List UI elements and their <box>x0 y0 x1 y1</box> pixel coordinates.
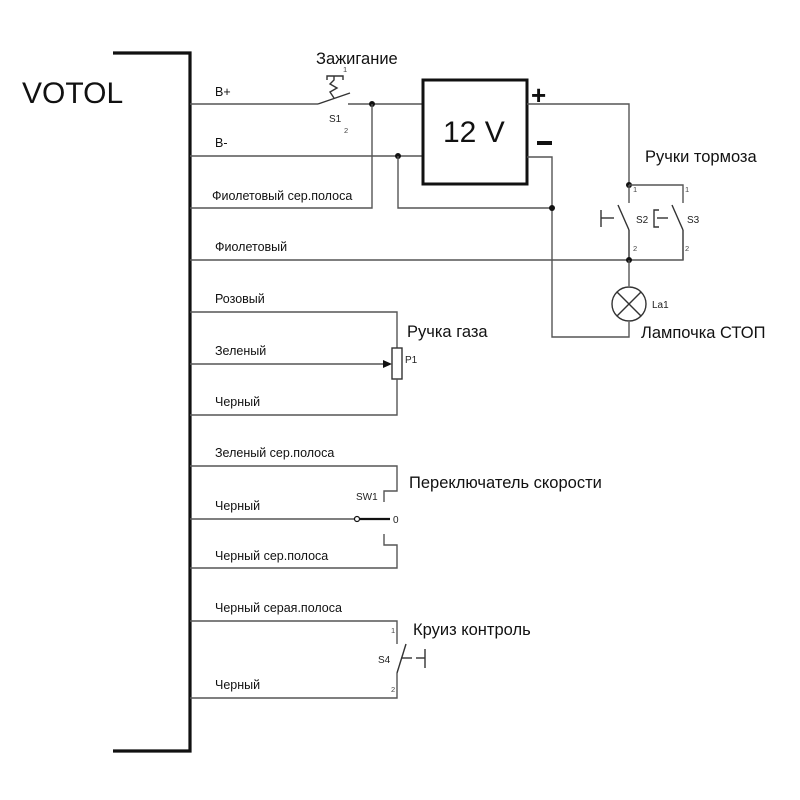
wire-violet-gray-stripe <box>190 104 373 209</box>
cruise-switch-s4 <box>396 643 426 674</box>
cruise-pin2: 2 <box>391 685 395 694</box>
label-black-gray-stripe-cruise: Черный серая.полоса <box>215 601 342 615</box>
brake-s2-pin1: 1 <box>633 185 637 194</box>
wire-black-gray-stripe <box>190 534 398 569</box>
wire-black-throttle <box>190 379 398 416</box>
speed-switch-position: 0 <box>393 515 399 526</box>
ignition-ref: S1 <box>329 114 342 125</box>
wiper-arrow-icon <box>383 360 392 368</box>
brake-s3-pin1: 1 <box>685 185 689 194</box>
label-b-minus: B- <box>215 136 228 150</box>
ignition-pin2: 2 <box>344 126 348 135</box>
stop-lamp-icon <box>611 286 647 322</box>
throttle-title: Ручка газа <box>407 323 488 341</box>
label-black-gray-stripe: Черный сер.полоса <box>215 549 328 563</box>
stop-lamp-ref: La1 <box>652 300 669 311</box>
label-black-cruise: Черный <box>215 678 260 692</box>
brake-switch-s2 <box>600 204 630 260</box>
label-violet: Фиолетовый <box>215 240 287 254</box>
power-supply-plus: + <box>531 80 546 110</box>
controller-name: VOTOL <box>22 77 123 110</box>
wire-green-gray-stripe <box>190 465 398 502</box>
wire-plus-output <box>527 103 630 185</box>
power-supply-minus-sign <box>537 141 552 145</box>
wire-b-minus-to-lamp <box>397 156 552 209</box>
cruise-title: Круиз контроль <box>413 621 531 639</box>
label-green-throttle: Зеленый <box>215 344 266 358</box>
switch-pivot-icon <box>353 515 361 523</box>
label-pink: Розовый <box>215 292 265 306</box>
label-violet-gray-stripe: Фиолетовый сер.полоса <box>212 189 352 203</box>
speed-switch-title: Переключатель скорости <box>409 474 602 492</box>
label-b-plus: B+ <box>215 85 231 99</box>
ignition-pin1: 1 <box>343 65 347 74</box>
brake-handles-title: Ручки тормоза <box>645 148 757 166</box>
wire-pink <box>190 311 398 348</box>
wire-brake-top <box>629 184 684 203</box>
wire-violet <box>190 240 684 261</box>
brake-s3-pin2: 2 <box>685 244 689 253</box>
speed-switch-ref: SW1 <box>356 492 378 503</box>
wire-black-gray-stripe-cruise <box>190 620 398 644</box>
wire-black-cruise <box>190 673 398 699</box>
potentiometer-p1 <box>391 347 403 380</box>
brake-s3-ref: S3 <box>687 215 700 226</box>
junction-minus <box>549 205 555 211</box>
ignition-switch-s1 <box>317 75 351 105</box>
brake-switch-s3 <box>653 204 684 260</box>
power-supply-box <box>421 78 529 186</box>
controller-bracket <box>113 51 192 753</box>
stop-lamp-title: Лампочка СТОП <box>641 324 765 342</box>
cruise-ref: S4 <box>378 655 391 666</box>
cruise-pin1: 1 <box>391 626 395 635</box>
label-green-gray-stripe: Зеленый сер.полоса <box>215 446 334 460</box>
throttle-ref: P1 <box>405 355 418 366</box>
power-supply-label: 12 V <box>443 116 505 149</box>
brake-s2-pin2: 2 <box>633 244 637 253</box>
label-black-speed: Черный <box>215 499 260 513</box>
wire-minus-output <box>527 156 630 338</box>
brake-s2-ref: S2 <box>636 215 649 226</box>
label-black-throttle: Черный <box>215 395 260 409</box>
ignition-title: Зажигание <box>316 50 398 68</box>
